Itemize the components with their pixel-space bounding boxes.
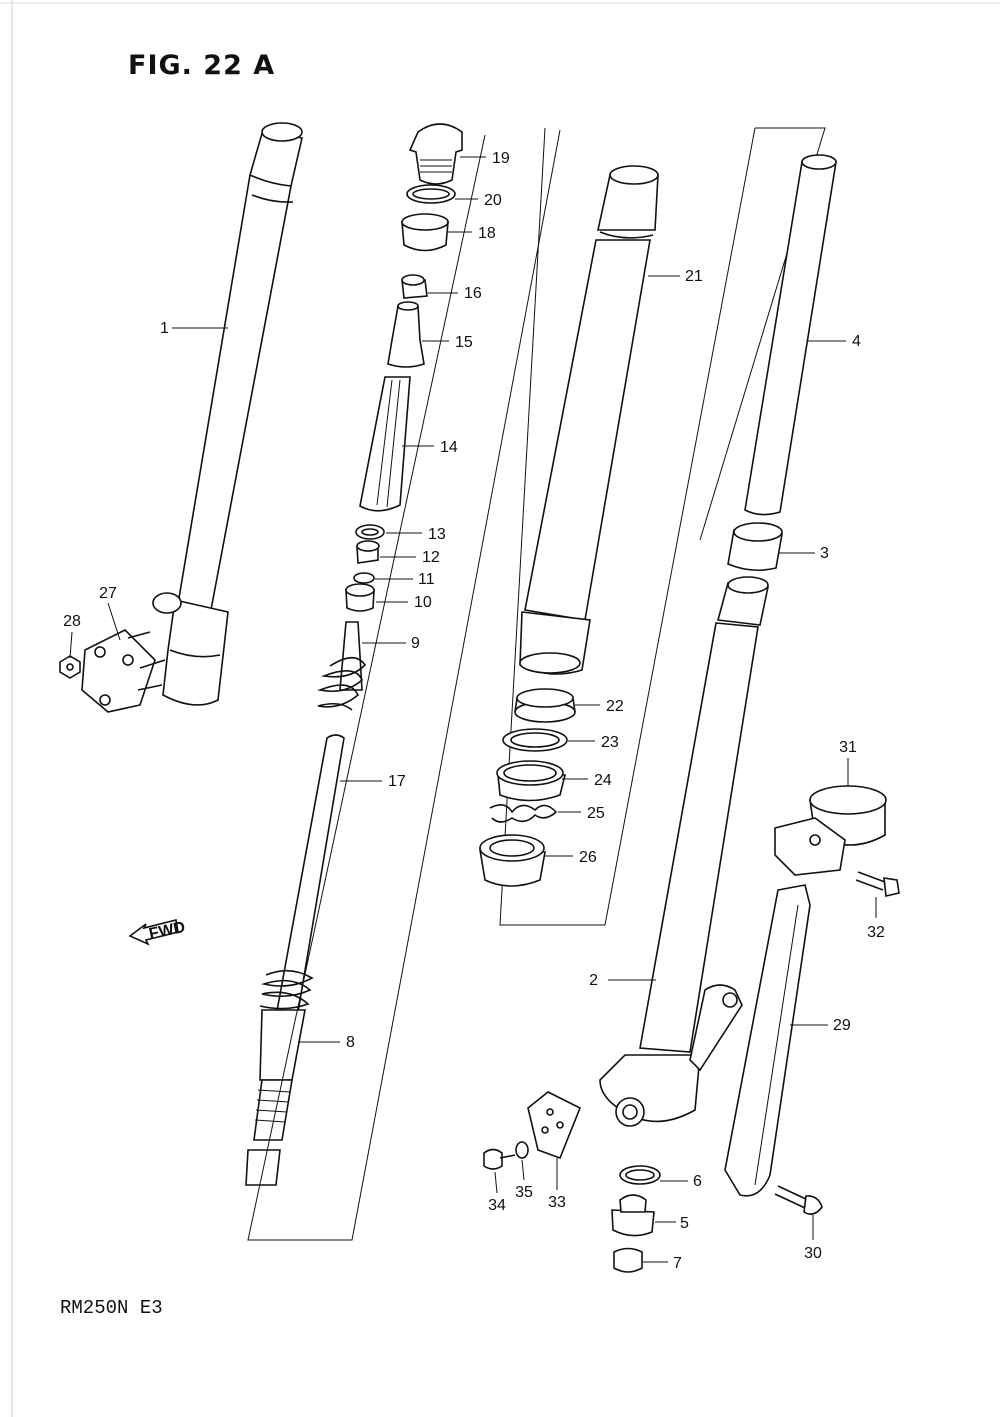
callout-7: 7 xyxy=(673,1255,682,1272)
callout-labels: 1234567891011121314151617181920212223242… xyxy=(63,150,885,1272)
callout-25: 25 xyxy=(587,805,605,822)
callout-26: 26 xyxy=(579,849,597,866)
part-21-inner-tube xyxy=(519,165,659,675)
callout-16: 16 xyxy=(464,285,482,302)
callout-13: 13 xyxy=(428,526,446,543)
part-9-spring xyxy=(317,621,367,711)
callout-17: 17 xyxy=(388,773,406,790)
callout-14: 14 xyxy=(440,439,458,456)
part-15-collar xyxy=(387,301,425,368)
part-35-washer xyxy=(515,1141,529,1159)
callout-21: 21 xyxy=(685,268,703,285)
callout-30: 30 xyxy=(804,1245,822,1262)
callout-27: 27 xyxy=(99,585,117,602)
callout-31: 31 xyxy=(839,739,857,756)
part-31-clamp xyxy=(774,785,887,876)
part-20-o-ring xyxy=(406,184,456,204)
assembly-bracket-right xyxy=(699,127,826,541)
part-12-nut xyxy=(356,540,380,564)
fwd-arrow-icon: FWD xyxy=(128,919,187,946)
part-30-bolt xyxy=(774,1185,823,1215)
callout-12: 12 xyxy=(422,549,440,566)
figure-title: FIG. 22 A xyxy=(128,50,276,81)
part-11-ring xyxy=(353,572,375,584)
callout-8: 8 xyxy=(346,1034,355,1051)
callout-3: 3 xyxy=(820,545,829,562)
callout-6: 6 xyxy=(693,1173,702,1190)
callout-32: 32 xyxy=(867,924,885,941)
part-5-drain-bolt xyxy=(611,1194,655,1237)
part-19-cap-bolt xyxy=(408,123,463,185)
callout-4: 4 xyxy=(852,333,861,350)
part-14-spring-guide xyxy=(359,376,411,512)
part-3-bushing xyxy=(727,522,783,572)
part-13-washer xyxy=(355,524,385,540)
leader-line-27 xyxy=(107,602,121,641)
part-6-gasket xyxy=(619,1165,661,1185)
part-29-fork-guard xyxy=(724,884,811,1197)
assembly-bracket-middle xyxy=(499,127,756,926)
part-33-brake-hose-guide xyxy=(527,1091,582,1160)
part-1-outer-tube xyxy=(152,122,303,706)
callout-28: 28 xyxy=(63,613,81,630)
part-22-bushing xyxy=(514,688,576,723)
part-26-dust-seal xyxy=(479,834,546,887)
callout-2: 2 xyxy=(589,972,598,989)
leader-line-35 xyxy=(521,1159,525,1181)
callout-20: 20 xyxy=(484,192,502,209)
callout-22: 22 xyxy=(606,698,624,715)
callout-35: 35 xyxy=(515,1184,533,1201)
leader-line-34 xyxy=(494,1171,498,1194)
callout-5: 5 xyxy=(680,1215,689,1232)
callout-1: 1 xyxy=(160,320,169,337)
part-25-stopper-ring xyxy=(489,804,558,823)
model-code: RM250N E3 xyxy=(60,1297,163,1319)
fwd-label: FWD xyxy=(148,919,187,943)
callout-19: 19 xyxy=(492,150,510,167)
callout-24: 24 xyxy=(594,772,612,789)
part-24-oil-seal xyxy=(496,760,567,802)
leader-line-28 xyxy=(69,631,73,659)
part-28-nut xyxy=(59,655,81,679)
callout-34: 34 xyxy=(488,1197,506,1214)
callout-33: 33 xyxy=(548,1194,566,1211)
callout-23: 23 xyxy=(601,734,619,751)
callout-18: 18 xyxy=(478,225,496,242)
assembly-bracket-left xyxy=(247,129,561,1241)
part-16-nut xyxy=(401,274,428,299)
callout-9: 9 xyxy=(411,635,420,652)
part-7-cap xyxy=(613,1247,643,1273)
part-2-outer-tube xyxy=(599,576,769,1127)
callout-leaders xyxy=(69,156,877,1263)
part-27-clamp xyxy=(81,629,166,713)
callout-11: 11 xyxy=(418,571,435,588)
part-4-inner-tube xyxy=(744,154,837,516)
callout-15: 15 xyxy=(455,334,473,351)
part-10-nut xyxy=(345,583,375,612)
callout-10: 10 xyxy=(414,594,432,611)
part-18-spacer xyxy=(401,213,449,252)
callout-29: 29 xyxy=(833,1017,851,1034)
part-23-washer xyxy=(502,728,568,752)
part-32-bolt xyxy=(855,871,900,897)
part-34-bolt xyxy=(483,1148,516,1170)
